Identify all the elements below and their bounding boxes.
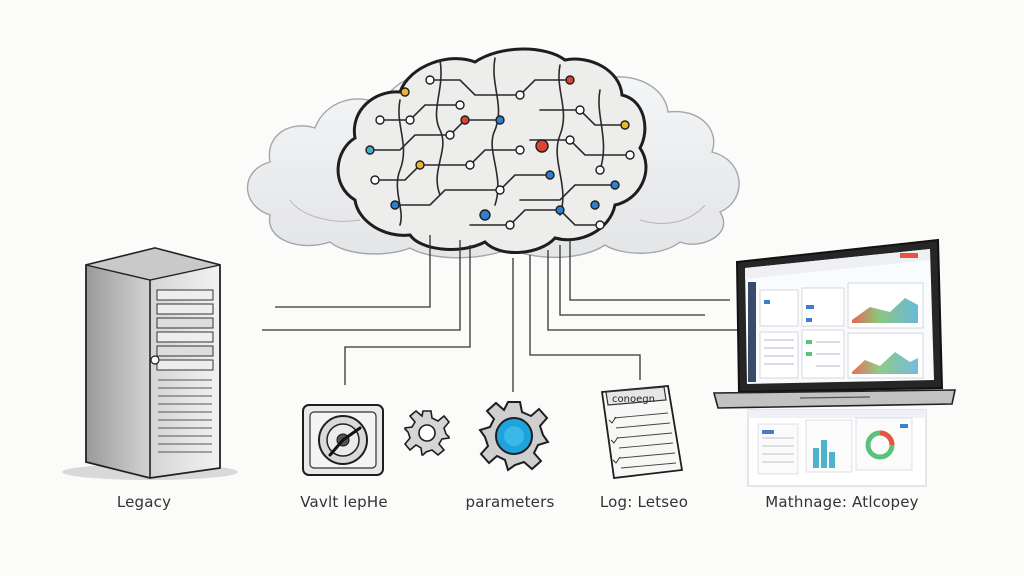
clipboard-heading: conoegn xyxy=(612,394,655,405)
legacy-server-icon xyxy=(62,247,238,480)
vault-icon xyxy=(302,404,384,476)
log-label: Log: Letseo xyxy=(599,493,689,511)
clipboard-icon xyxy=(600,385,684,479)
parameters-gear-icon xyxy=(478,401,550,472)
vault-label: Vavlt lepHe xyxy=(300,493,388,511)
legacy-label: Legacy xyxy=(116,493,172,511)
small-gear-icon xyxy=(403,409,451,457)
parameters-label: parameters xyxy=(465,493,555,511)
dashboard-panel xyxy=(747,409,927,487)
laptop-icon xyxy=(712,238,956,409)
brain-icon xyxy=(336,47,648,254)
management-label: Mathnage: Atlcopey xyxy=(765,493,919,511)
connector-lines xyxy=(262,235,738,392)
